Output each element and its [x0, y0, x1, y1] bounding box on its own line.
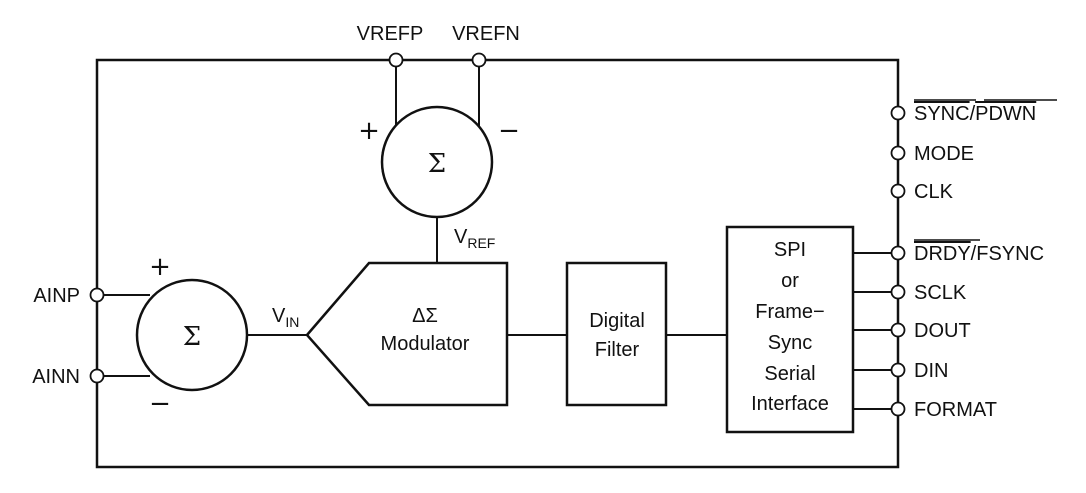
format-pin	[890, 401, 906, 417]
interface-line2: or	[781, 270, 799, 292]
din-label: DIN	[914, 360, 948, 382]
ainn-pin	[89, 368, 105, 384]
drdy-fsync-pin	[890, 245, 906, 261]
format-label: FORMAT	[914, 399, 997, 421]
vrefn-label: VREFN	[452, 23, 520, 45]
interface-line3: Frame−	[755, 301, 824, 323]
sclk-label: SCLK	[914, 282, 967, 304]
sync-pdwn-label: SYNC/PDWN	[914, 103, 1036, 125]
modulator-label: Modulator	[381, 333, 470, 355]
vref-label: VREF	[454, 226, 495, 251]
sync-pdwn-pin	[890, 105, 906, 121]
vin-label: VIN	[272, 305, 299, 330]
serial-interface	[725, 225, 855, 434]
ainp-pin	[89, 287, 105, 303]
input-summer-plus: +	[149, 252, 171, 282]
reference-summer-minus: −	[498, 116, 520, 146]
reference-summer-plus: +	[358, 116, 380, 146]
din-pin	[890, 362, 906, 378]
interface-line6: Interface	[751, 393, 829, 415]
interface-line4: Sync	[768, 332, 812, 354]
sclk-pin	[890, 284, 906, 300]
digital-filter-line1: Digital	[589, 310, 645, 332]
vrefn-pin	[471, 52, 487, 68]
input-summer-symbol: Σ	[183, 322, 201, 352]
mode-pin	[890, 145, 906, 161]
ainp-label: AINP	[33, 285, 80, 307]
clk-label: CLK	[914, 181, 954, 203]
mode-label: MODE	[914, 143, 974, 165]
input-summer-minus: −	[149, 389, 171, 419]
drdy-fsync-label: DRDY/FSYNC	[914, 243, 1044, 265]
dout-pin	[890, 322, 906, 338]
digital-filter	[565, 261, 668, 407]
clk-pin	[890, 183, 906, 199]
interface-line5: Serial	[764, 363, 815, 385]
vrefp-pin	[388, 52, 404, 68]
vrefp-label: VREFP	[357, 23, 424, 45]
dout-label: DOUT	[914, 320, 971, 342]
modulator-symbol: ΔΣ	[412, 305, 438, 327]
ainn-label: AINN	[32, 366, 80, 388]
interface-line1: SPI	[774, 239, 806, 261]
digital-filter-line2: Filter	[595, 339, 640, 361]
reference-summer-symbol: Σ	[428, 149, 446, 179]
